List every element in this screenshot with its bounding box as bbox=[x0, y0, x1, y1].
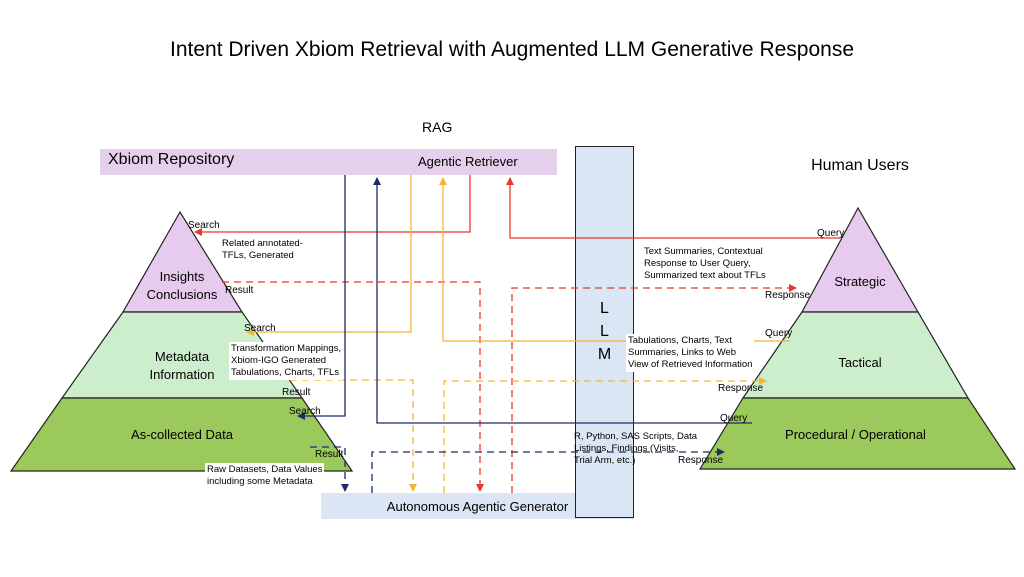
autonomous-generator-label: Autonomous Agentic Generator bbox=[386, 499, 569, 514]
search-label-data: Search bbox=[289, 406, 321, 417]
navy-result-flow bbox=[310, 446, 349, 492]
diagram-title: Intent Driven Xbiom Retrieval with Augme… bbox=[169, 38, 855, 61]
insights-level-label: Insights Conclusions bbox=[122, 268, 242, 304]
query-label-tactical: Query bbox=[765, 328, 793, 339]
result-label-metadata: Result bbox=[282, 387, 311, 398]
orange-search-flow bbox=[246, 175, 412, 336]
strategic-annotation-line-2: Response to User Query, bbox=[644, 258, 751, 269]
procedural-annotation: R, Python, SAS Scripts, Data Listings, F… bbox=[574, 431, 697, 467]
red-query-flow bbox=[506, 177, 840, 239]
left-pyramid-data-level bbox=[9, 397, 354, 472]
search-label-insights: Search bbox=[188, 220, 220, 231]
red-result-flow bbox=[222, 281, 484, 492]
navy-response-flow bbox=[371, 448, 725, 493]
rag-label: RAG bbox=[422, 119, 453, 135]
metadata-line-1: Metadata bbox=[154, 349, 210, 364]
tactical-annotation-line-1: Tabulations, Charts, Text bbox=[628, 335, 732, 346]
as-collected-data-label: As-collected Data bbox=[131, 427, 233, 442]
navy-search-flow bbox=[297, 175, 346, 420]
red-response-flow bbox=[511, 284, 797, 493]
insights-annotation: Related annotated- TFLs, Generated bbox=[222, 238, 303, 262]
strategic-annotation: Text Summaries, Contextual Response to U… bbox=[642, 245, 768, 283]
llm-letter-2: L bbox=[600, 323, 609, 340]
search-label-metadata: Search bbox=[244, 323, 276, 334]
strategic-annotation-line-3: Summarized text about TFLs bbox=[644, 270, 766, 281]
right-pyramid bbox=[698, 206, 1017, 470]
navy-query-flow bbox=[373, 177, 752, 424]
insights-line-2: Conclusions bbox=[146, 287, 218, 302]
result-label-insights: Result bbox=[225, 285, 254, 296]
strategic-annotation-line-1: Text Summaries, Contextual bbox=[644, 246, 763, 257]
raw-annotation-line-1: Raw Datasets, Data Values bbox=[207, 464, 323, 475]
strategic-level-label: Strategic bbox=[834, 274, 886, 289]
metadata-annotation-line-1: Transformation Mappings, bbox=[231, 343, 342, 354]
right-pyramid-strategic-level bbox=[800, 206, 920, 313]
metadata-annotation-line-3: Tabulations, Charts, TFLs bbox=[231, 367, 340, 378]
query-label-strategic: Query bbox=[817, 228, 845, 239]
red-search-flow bbox=[194, 175, 471, 236]
raw-annotation-line-2: including some Metadata bbox=[207, 476, 313, 487]
metadata-line-2: Information bbox=[149, 367, 215, 382]
insights-line-1: Insights bbox=[159, 269, 205, 284]
response-label-procedural: Response bbox=[678, 455, 724, 466]
llm-column bbox=[575, 146, 634, 518]
agentic-retriever-label: Agentic Retriever bbox=[418, 154, 518, 169]
metadata-annotation-line-2: Xbiom-IGO Generated bbox=[231, 355, 327, 366]
metadata-level-label: Metadata Information bbox=[122, 348, 242, 384]
procedural-annotation-line-2: Listings, Findings (Visits, bbox=[574, 443, 679, 454]
human-users-title: Human Users bbox=[811, 157, 909, 174]
xbiom-repository-bar bbox=[100, 149, 557, 175]
tactical-annotation: Tabulations, Charts, Text Summaries, Lin… bbox=[626, 334, 755, 372]
tactical-annotation-line-3: View of Retrieved Information bbox=[628, 359, 753, 370]
procedural-level-label: Procedural / Operational bbox=[785, 427, 926, 442]
metadata-annotation: Transformation Mappings, Xbiom-IGO Gener… bbox=[229, 342, 344, 380]
right-pyramid-procedural-level bbox=[698, 397, 1017, 470]
result-label-data: Result bbox=[315, 449, 344, 460]
response-label-tactical: Response bbox=[718, 383, 764, 394]
tactical-annotation-line-2: Summaries, Links to Web bbox=[628, 347, 737, 358]
llm-letter-1: L bbox=[600, 300, 609, 317]
query-label-procedural: Query bbox=[720, 413, 748, 424]
raw-data-annotation: Raw Datasets, Data Values including some… bbox=[205, 463, 325, 489]
llm-letter-3: M bbox=[597, 346, 612, 363]
insights-annotation-line-2: TFLs, Generated bbox=[222, 250, 294, 261]
tactical-level-label: Tactical bbox=[838, 355, 882, 370]
orange-response-flow bbox=[443, 377, 767, 493]
xbiom-repository-label: Xbiom Repository bbox=[108, 151, 235, 168]
procedural-annotation-line-3: Trial Arm, etc.) bbox=[574, 455, 636, 466]
insights-annotation-line-1: Related annotated- bbox=[222, 238, 303, 249]
left-pyramid bbox=[9, 210, 354, 472]
response-label-strategic: Response bbox=[765, 290, 811, 301]
orange-result-flow bbox=[290, 379, 417, 492]
procedural-annotation-line-1: R, Python, SAS Scripts, Data bbox=[574, 431, 698, 442]
